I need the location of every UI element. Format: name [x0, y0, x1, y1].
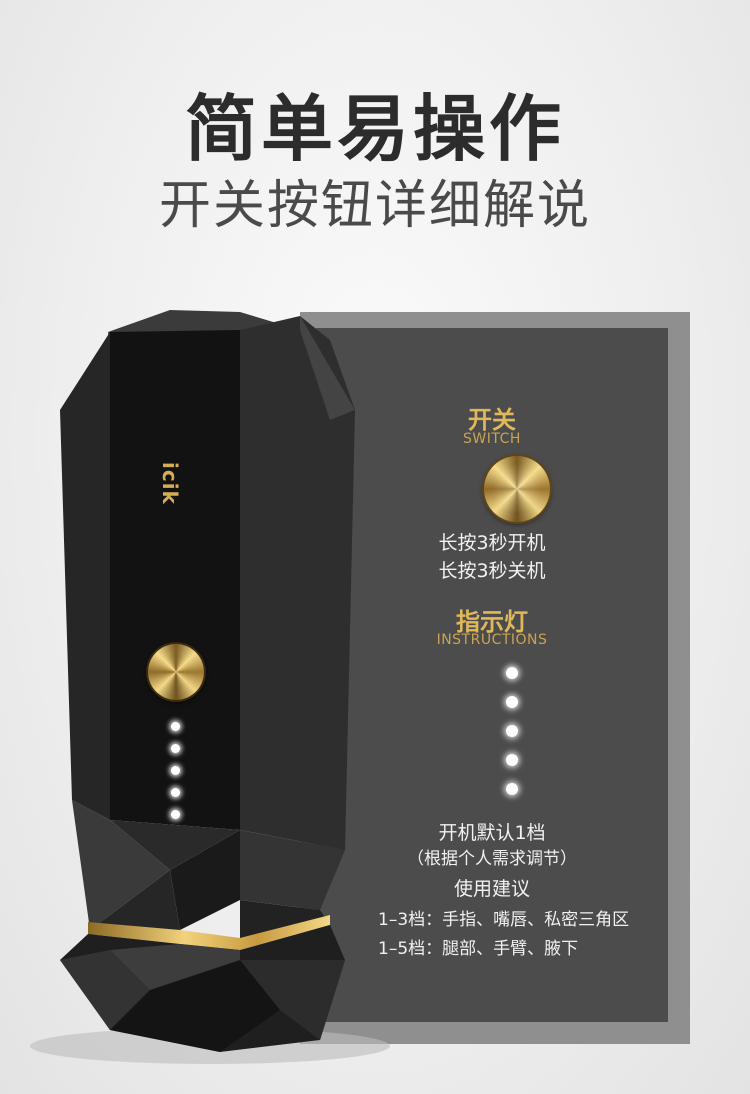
device-indicator-icon [171, 788, 180, 797]
power-button-icon [484, 456, 550, 522]
device-power-button [148, 644, 204, 700]
adjust-note-text: （根据个人需求调节） [407, 849, 577, 869]
switch-line-on: 长按3秒开机 [438, 532, 546, 554]
switch-title: 开关 [468, 406, 516, 434]
device-indicator-icon [171, 766, 180, 775]
indicator-title-en: INSTRUCTIONS [436, 632, 548, 648]
device-indicator-icon [171, 722, 180, 731]
brand-logo: icik [158, 462, 182, 505]
switch-line-off: 长按3秒关机 [438, 560, 546, 582]
device-indicator-icon [171, 744, 180, 753]
usage-title: 使用建议 [453, 878, 530, 900]
info-panel [316, 328, 668, 1022]
indicator-title: 指示灯 [456, 608, 528, 636]
device-indicator-icon [171, 810, 180, 819]
indicator-light-icon [506, 783, 518, 795]
usage-item: 1–5档：腿部、手臂、腋下 [378, 939, 579, 959]
default-level-text: 开机默认1档 [438, 822, 546, 844]
page-subtitle: 开关按钮详细解说 [158, 176, 591, 236]
switch-title-en: SWITCH [463, 431, 521, 447]
usage-item: 1–3档：手指、嘴唇、私密三角区 [378, 910, 630, 930]
indicator-light-icon [506, 696, 518, 708]
page-title: 简单易操作 [184, 87, 565, 171]
indicator-light-icon [506, 667, 518, 679]
indicator-light-icon [506, 725, 518, 737]
indicator-light-icon [506, 754, 518, 766]
